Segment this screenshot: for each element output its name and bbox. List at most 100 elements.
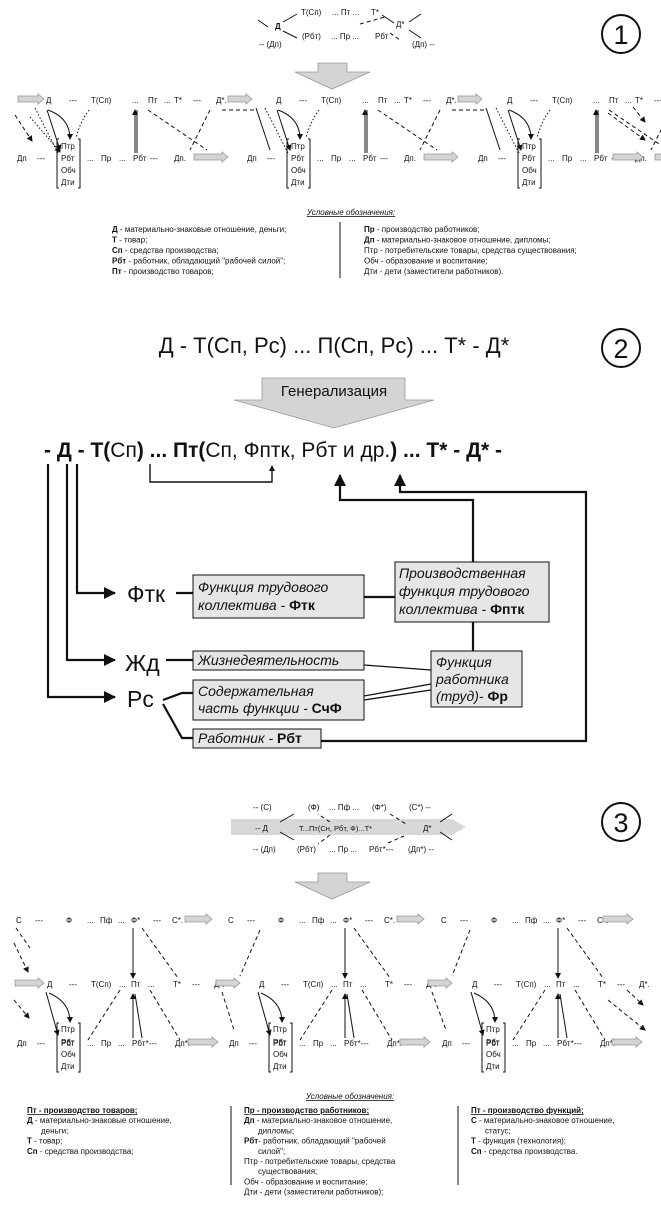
s3-mid-token: ---: [617, 980, 625, 989]
legend-entry: существования;: [258, 1167, 317, 1176]
s3-bottom-token: ---: [37, 1039, 45, 1048]
s3-mid-token: Пт: [131, 980, 141, 989]
s3-top-token: С: [441, 916, 447, 925]
connector: [632, 106, 646, 123]
s3-bottom-token: Рбт*---: [132, 1039, 157, 1048]
s1-bottom-token: ---: [150, 154, 158, 163]
s1-top-token: ...: [132, 96, 139, 105]
s1-top-token: Т(Сп): [552, 96, 573, 105]
stack-item: Дти: [291, 178, 305, 187]
connector: [87, 989, 121, 1041]
legend-entry: Пр - производство работников;: [364, 225, 480, 234]
s3-top-token: ...: [330, 916, 337, 925]
connector: [13, 942, 29, 973]
s1-bottom-token: Дп.: [174, 154, 186, 163]
step-3-number: 3: [613, 808, 628, 838]
s3-legend: Условные обозначения: Пт - производство …: [27, 1092, 615, 1197]
connector: [257, 991, 272, 1036]
stack-item: Дти: [61, 178, 75, 187]
legend-entry: Рбт - работник, обладающий "рабочей сило…: [112, 257, 285, 266]
s3-top-token: Пф: [525, 916, 538, 925]
svg-text:... Пф ...: ... Пф ...: [329, 803, 359, 812]
svg-text:(Ф): (Ф): [308, 803, 320, 812]
s3-mid-token: ---: [404, 980, 412, 989]
s3-top-token: Пф: [312, 916, 325, 925]
s3-bottom-token: Дп*.: [387, 1039, 402, 1048]
s1-bottom-token: Пр: [562, 154, 573, 163]
s1-top-token: Т(Сп): [91, 96, 112, 105]
svg-text:(труд)- Фр: (труд)- Фр: [436, 688, 508, 704]
connector: [47, 109, 73, 140]
s3-bottom-token: Рбт*---: [344, 1039, 369, 1048]
stack-bracket: [290, 1022, 293, 1073]
s3-chain: С---Ф...Пф...Ф*---С*.Д---Т(Сп)...Пт...Т*…: [13, 913, 650, 1073]
connector: [473, 992, 498, 1023]
box-scf: Содержательная часть функции - СчФ: [192, 679, 365, 721]
stack-bracket: [286, 138, 289, 189]
box-rbt: Работник - Рбт: [192, 728, 322, 749]
connector: [512, 989, 546, 1041]
stack-bracket: [517, 138, 520, 189]
s1-formula: Д Т(Сп) ... Пт ... Т* Д* -- (Дп) (Рбт) .…: [257, 8, 435, 49]
s3-mid-token: ---: [69, 980, 77, 989]
s3-mid-token: Т(Сп): [303, 980, 324, 989]
s3-top-token: ---: [460, 916, 468, 925]
s3-bottom-token: ...: [299, 1039, 306, 1048]
flow-arrow: [193, 151, 229, 163]
svg-text:Т*: Т*: [371, 8, 379, 17]
legend-entry: Т - товар;: [27, 1137, 62, 1146]
flow-arrow: [17, 93, 45, 105]
svg-text:(Ф*): (Ф*): [372, 803, 387, 812]
s3-top-token: ---: [153, 916, 161, 925]
step-1-circle: [601, 14, 641, 54]
stack-bracket: [56, 1022, 59, 1073]
s3-top-token: ...: [512, 916, 519, 925]
flow-arrow: [427, 977, 453, 989]
s1-top-token: Д: [507, 96, 513, 105]
s1-legend: Условные обозначения: Д - материально-зн…: [112, 208, 577, 278]
s3-mid-token: ...: [544, 980, 551, 989]
s3-mid-token: Т(Сп): [516, 980, 537, 989]
flow-arrow: [14, 977, 45, 989]
svg-text:(С*) --: (С*) --: [409, 803, 431, 812]
connector: [507, 109, 523, 151]
s1-chain: Д---Т(Сп)...Пт...Т*---Д*.Дп---Рбт...Пр..…: [14, 93, 661, 189]
svg-text:Т...Пт(Сн, Рбт, Ф)...Т*: Т...Пт(Сн, Рбт, Ф)...Т*: [299, 824, 372, 833]
s3-bottom-token: Пр: [101, 1039, 112, 1048]
s1-top-token: Д: [276, 96, 282, 105]
s1-bottom-token: Рбт: [133, 154, 147, 163]
s1-top-token: ...: [593, 96, 600, 105]
s3-top-token: ...: [118, 916, 125, 925]
s1-top-token: ---: [654, 96, 661, 105]
svg-text:Д*: Д*: [396, 20, 405, 29]
s3-bottom-token: Рбт: [486, 1039, 500, 1048]
s3-bottom-token: Рбт: [273, 1039, 287, 1048]
s1-top-token: Т*: [174, 96, 182, 105]
label-ftk: Фтк: [127, 581, 166, 607]
s3-bottom-token: ...: [543, 1039, 550, 1048]
s3-mid-token: ...: [119, 980, 126, 989]
s1-bottom-token: ...: [87, 154, 94, 163]
svg-text:Генерализация: Генерализация: [281, 383, 387, 400]
svg-text:(Рбт): (Рбт): [297, 845, 316, 854]
legend-entry: Пт - производство товаров;: [27, 1106, 137, 1115]
svg-text:работника: работника: [435, 671, 509, 687]
s1-bottom-token: Рбт: [594, 154, 608, 163]
connector: [13, 999, 30, 1019]
s1-bottom-token: ...: [580, 154, 587, 163]
s1-bottom-token: Дп.: [404, 154, 416, 163]
s3-mid-token: ...: [331, 980, 338, 989]
s1-top-token: Д: [46, 96, 52, 105]
s1-bottom-token: ...: [548, 154, 555, 163]
svg-text:Функция: Функция: [436, 654, 492, 670]
stack-item: Обч: [486, 1050, 501, 1059]
s1-transform-arrow: [294, 62, 371, 90]
connector: [29, 116, 61, 153]
s1-bottom-token: Пр: [101, 154, 112, 163]
legend-entry: Сп - средства производства;: [112, 246, 219, 255]
box-ftk: Функция трудового коллектива - Фтк: [192, 574, 365, 619]
legend-entry: Пр - производство работников;: [244, 1106, 369, 1115]
s1-bottom-token: Дп: [247, 154, 257, 163]
svg-text:-- (Дп): -- (Дп): [259, 40, 282, 49]
